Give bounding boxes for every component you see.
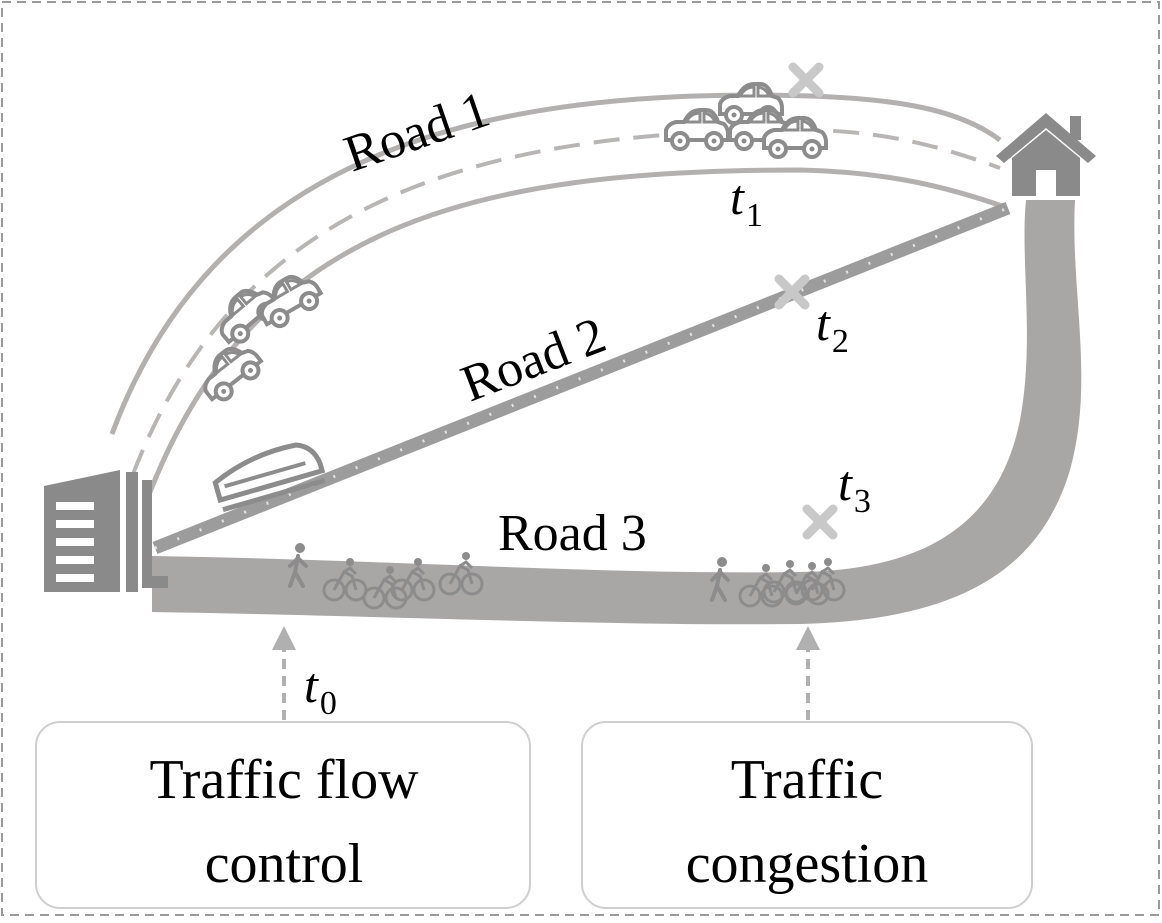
- flow-control-line-2: control: [205, 833, 364, 895]
- flow-control-line-1: Traffic flow: [149, 749, 419, 811]
- car-icon: [191, 335, 269, 409]
- road-1-label: Road 1: [337, 81, 496, 183]
- t2-label: t2: [816, 295, 849, 360]
- road-3-label: Road 3: [498, 505, 647, 562]
- road-3: [152, 200, 1082, 625]
- flow-control-box: Traffic flow control: [35, 721, 531, 909]
- arrow-congestion: [796, 626, 820, 720]
- congestion-box: Traffic congestion: [581, 721, 1033, 909]
- building-icon: [44, 470, 168, 592]
- cross-icon: [807, 509, 833, 535]
- cross-icon: [793, 67, 819, 93]
- congestion-line-1: Traffic: [731, 749, 883, 811]
- arrow-flow-control: [272, 626, 296, 720]
- train-icon: [212, 442, 326, 513]
- road-2: [152, 201, 1011, 555]
- congestion-line-2: congestion: [686, 833, 929, 895]
- t1-label: t1: [730, 169, 763, 234]
- t3-label: t3: [838, 455, 871, 520]
- t0-label: t0: [304, 657, 337, 722]
- house-icon: [996, 113, 1096, 196]
